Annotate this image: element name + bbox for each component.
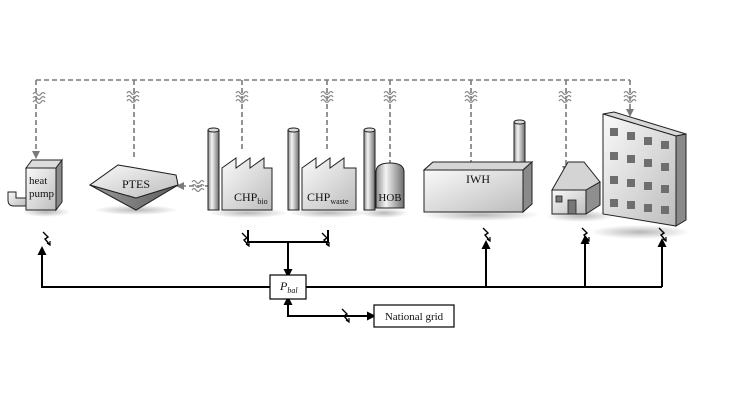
chp-waste-plant: CHPwaste — [287, 127, 368, 218]
heat-wave-icon — [126, 90, 140, 104]
iwh-label: IWH — [466, 172, 490, 186]
apartment-windows — [610, 128, 669, 214]
iwh-facility: IWH — [420, 119, 540, 221]
chp-output-line — [247, 230, 329, 243]
heat-network — [32, 79, 637, 193]
heat-pump-label-line1: heat — [29, 175, 47, 187]
house-building — [546, 161, 614, 222]
pbal-node: Pbal — [269, 274, 307, 300]
electric-bolt-icon — [482, 227, 491, 242]
heat-pump: heat pump — [7, 158, 70, 217]
chp-bio-label: CHPbio — [234, 190, 268, 206]
heat-wave-icon — [558, 90, 572, 104]
heat-wave-icon — [32, 91, 46, 105]
pbal-to-grid-line — [287, 300, 376, 321]
apartment-building — [590, 111, 690, 239]
ptes-label: PTES — [122, 177, 150, 191]
electric-bolt-icon — [42, 231, 51, 246]
ptes-storage: PTES — [88, 164, 179, 215]
national-grid-node: National grid — [373, 304, 455, 328]
hob-label: HOB — [378, 192, 401, 204]
electric-network — [37, 227, 667, 323]
national-grid-label: National grid — [385, 311, 444, 323]
chp-waste-label: CHPwaste — [307, 190, 349, 206]
pbal-to-heat-pump-arrow — [37, 246, 270, 288]
hob-boiler: HOB — [360, 127, 408, 218]
chp-bio-plant: CHPbio — [207, 127, 288, 218]
heat-pump-label-line2: pump — [29, 188, 55, 200]
pbal-label: Pbal — [279, 279, 298, 295]
